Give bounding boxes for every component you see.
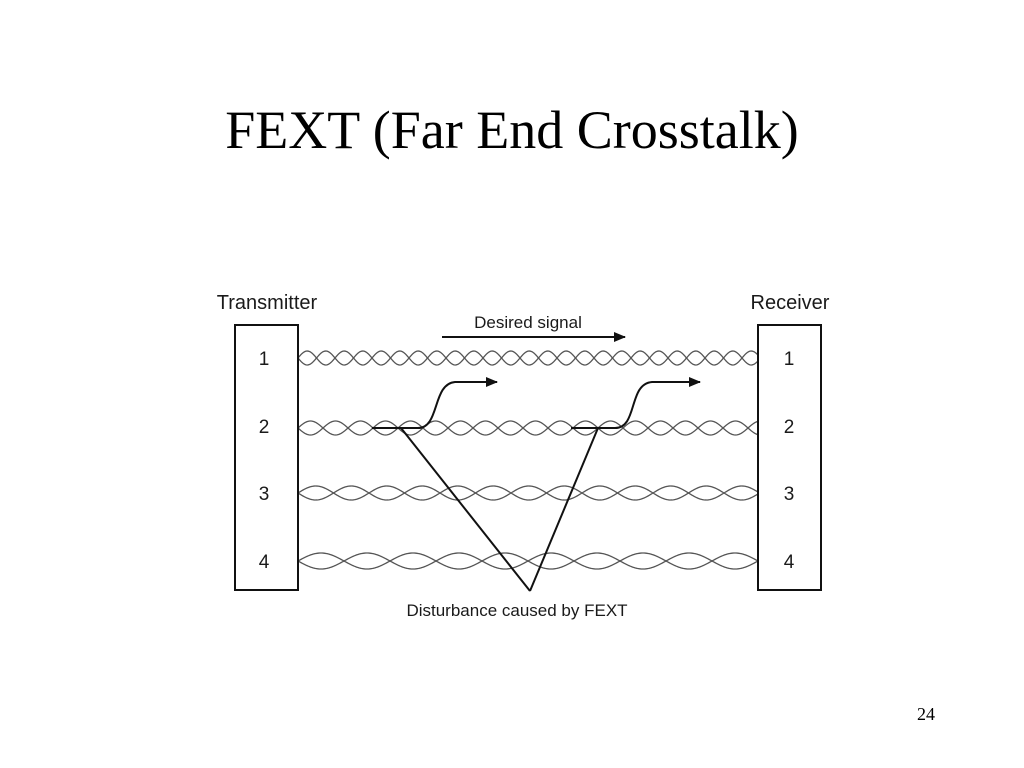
pair-2-wire-2 — [297, 420, 759, 436]
desired-signal-label: Desired signal — [474, 313, 582, 332]
receiver-label: Receiver — [751, 292, 830, 314]
pair-1-wire-2 — [297, 350, 759, 366]
crosstalk-coupling-arrow-2 — [571, 377, 701, 429]
transmitter-pair-2: 2 — [259, 417, 270, 438]
receiver-pair-1: 1 — [784, 349, 795, 370]
crosstalk-coupling-arrow-1 — [372, 377, 498, 429]
transmitter-pair-4: 4 — [259, 552, 270, 573]
receiver-box — [757, 324, 822, 591]
twisted-pair-cables — [297, 350, 759, 570]
receiver-pair-2: 2 — [784, 417, 795, 438]
pair-2-wire-1 — [297, 420, 759, 436]
slide-number: 24 — [917, 704, 935, 724]
disturbance-pointer-line-2 — [529, 427, 599, 592]
pair-3-wire-2 — [297, 485, 759, 501]
disturbance-label: Disturbance caused by FEXT — [406, 601, 627, 620]
pair-1-wire-1 — [297, 350, 759, 366]
slide-title: FEXT (Far End Crosstalk) — [225, 100, 799, 160]
transmitter-label: Transmitter — [217, 292, 318, 314]
pair-3-wire-1 — [297, 485, 759, 501]
transmitter-pair-3: 3 — [259, 484, 270, 505]
disturbance-pointer-line-1 — [400, 427, 531, 592]
transmitter-pair-1: 1 — [259, 349, 270, 370]
transmitter-box — [234, 324, 299, 591]
receiver-pair-4: 4 — [784, 552, 795, 573]
receiver-pair-3: 3 — [784, 484, 795, 505]
pair-4-wire-2 — [297, 552, 759, 570]
